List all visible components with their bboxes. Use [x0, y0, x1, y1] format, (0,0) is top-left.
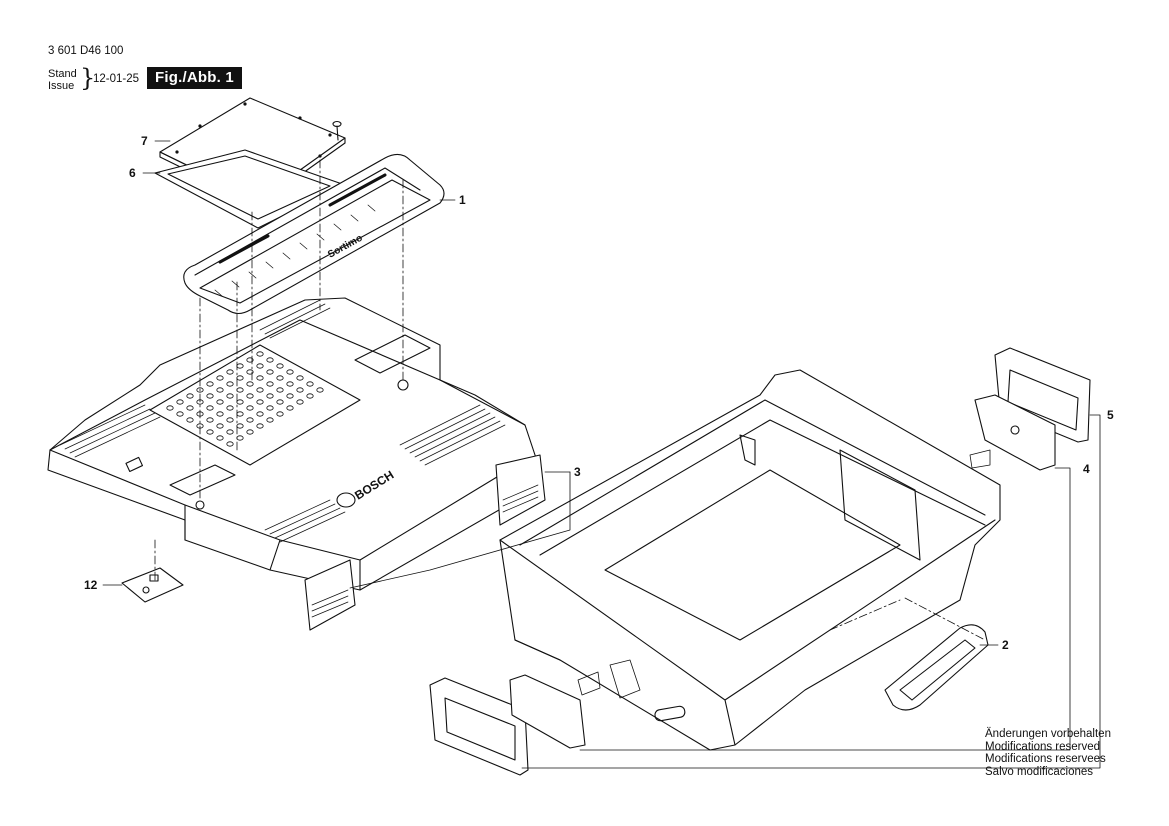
lid-hole — [196, 387, 204, 393]
lid-hole — [296, 387, 304, 393]
issue-label: Issue — [48, 80, 75, 92]
lid-hole — [246, 405, 254, 411]
lid-hole — [216, 399, 224, 405]
lid-hole — [226, 369, 234, 375]
part-number-6: 6 — [129, 166, 136, 180]
lid-hole — [256, 351, 264, 357]
part-3-latch-right — [495, 454, 546, 526]
latch-plate-bottom — [429, 677, 529, 776]
modification-notes: Änderungen vorbehalten Modifications res… — [985, 728, 1111, 778]
stand-label: Stand — [48, 68, 77, 80]
brace-symbol: } — [80, 64, 96, 92]
lid-hole — [246, 357, 254, 363]
lid-hole — [176, 399, 184, 405]
part-number-5: 5 — [1107, 408, 1114, 422]
lid-hole — [226, 417, 234, 423]
lid-hole — [266, 393, 274, 399]
part-number-3: 3 — [574, 465, 581, 479]
leader-lines — [102, 140, 1101, 769]
lid-hole — [286, 381, 294, 387]
lid-hole — [246, 417, 254, 423]
lid-hole — [266, 417, 274, 423]
lid-hole — [256, 375, 264, 381]
lid-hole — [216, 435, 224, 441]
lid-hole — [206, 381, 214, 387]
lid-hole — [276, 387, 284, 393]
lid-hole — [286, 369, 294, 375]
lid-hole — [266, 381, 274, 387]
part-3-latch-left — [304, 559, 356, 631]
figure-label: Fig./Abb. 1 — [147, 67, 242, 89]
lid-hole — [216, 423, 224, 429]
lid-hole — [276, 399, 284, 405]
lid-hole — [316, 387, 324, 393]
lid-hole — [286, 405, 294, 411]
tray-box — [499, 369, 1001, 751]
lid-hole — [186, 417, 194, 423]
lid-hole — [286, 393, 294, 399]
lid-hole — [216, 387, 224, 393]
lid-hole — [246, 429, 254, 435]
lid-hole — [306, 381, 314, 387]
lid-hole — [176, 411, 184, 417]
lid-hole — [216, 411, 224, 417]
lid-hole — [206, 417, 214, 423]
document-number: 3 601 D46 100 — [48, 45, 124, 57]
part-number-4: 4 — [1083, 462, 1090, 476]
part-number-12: 12 — [84, 578, 98, 592]
lid-hole — [246, 369, 254, 375]
lid-hole — [256, 399, 264, 405]
lid-hole — [266, 405, 274, 411]
lid-hole — [246, 393, 254, 399]
lid-hole — [226, 405, 234, 411]
part-4-latch-mechanism — [969, 394, 1056, 471]
screw — [332, 120, 342, 141]
lid-hole — [226, 429, 234, 435]
lid-housing: BOSCH — [47, 297, 541, 591]
lid-hole — [226, 381, 234, 387]
lid-hole-grid — [166, 351, 324, 447]
lid-hole — [306, 393, 314, 399]
lid-hole — [226, 441, 234, 447]
part-number-1: 1 — [459, 193, 466, 207]
lid-hole — [256, 363, 264, 369]
lid-cooling-fins — [59, 299, 506, 543]
lid-hole — [186, 393, 194, 399]
lid-hole — [256, 411, 264, 417]
note-en: Modifications reserved — [985, 740, 1101, 753]
lid-hole — [206, 393, 214, 399]
part-number-7: 7 — [141, 134, 148, 148]
note-fr: Modifications reservees — [985, 753, 1106, 766]
lid-hole — [166, 405, 174, 411]
part-12-circuit-board — [121, 567, 184, 603]
lid-hole — [296, 375, 304, 381]
note-es: Salvo modificaciones — [985, 765, 1094, 778]
issue-date: 12-01-25 — [93, 73, 140, 85]
lid-hole — [186, 405, 194, 411]
lid-hole — [266, 357, 274, 363]
latch-mechanism-bottom — [509, 659, 641, 749]
part-2-tray-handle — [884, 624, 989, 711]
lid-hole — [276, 363, 284, 369]
lid-hole — [206, 405, 214, 411]
assembly-lines — [154, 159, 986, 641]
lid-hole — [256, 387, 264, 393]
part-number-2: 2 — [1002, 638, 1009, 652]
lid-hole — [256, 423, 264, 429]
lid-hole — [216, 375, 224, 381]
lid-hole — [206, 429, 214, 435]
lid-hole — [276, 375, 284, 381]
lid-hole — [246, 381, 254, 387]
note-de: Änderungen vorbehalten — [985, 728, 1111, 740]
lid-hole — [276, 411, 284, 417]
lid-hole — [226, 393, 234, 399]
lid-logo-circle — [336, 492, 356, 508]
lid-hole — [296, 399, 304, 405]
lid-hole — [266, 369, 274, 375]
